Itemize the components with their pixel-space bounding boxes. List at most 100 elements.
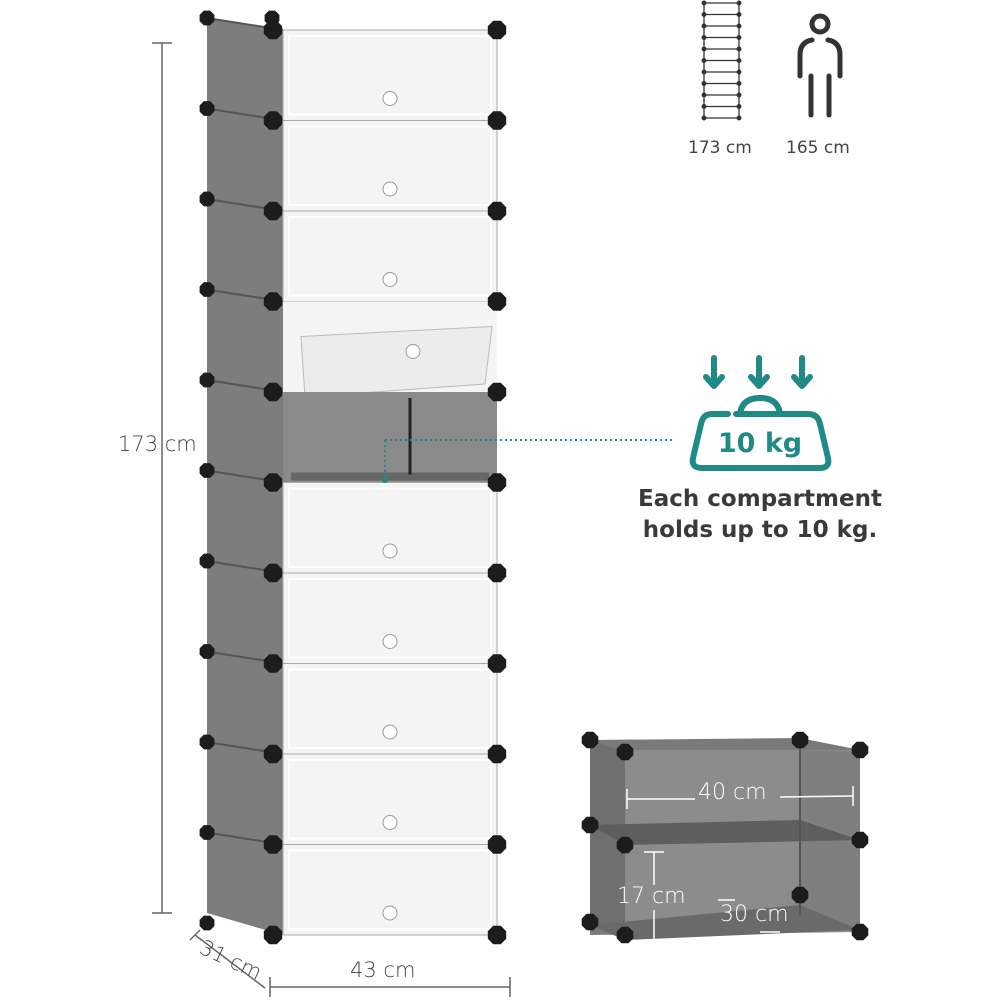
door-handle-hole <box>382 634 398 649</box>
compartment-depth-label: 30 cm <box>720 902 789 927</box>
door-handle-hole <box>382 181 398 197</box>
shelf <box>590 820 860 845</box>
compartment <box>206 831 498 936</box>
weight-badge-text: 10 kg <box>718 428 802 459</box>
connector-icon <box>581 731 599 749</box>
connector-icon <box>487 835 507 854</box>
compartment <box>206 288 497 398</box>
connector-icon <box>199 10 215 26</box>
connector-icon <box>263 835 283 854</box>
width-dimension-line <box>269 977 511 997</box>
compartment <box>206 741 498 845</box>
door-handle-hole <box>382 815 398 830</box>
compartment <box>206 379 497 483</box>
connector-icon <box>581 816 599 834</box>
door <box>282 120 498 212</box>
connector-icon <box>199 915 215 931</box>
connector-icon <box>199 734 215 750</box>
connector-icon <box>487 563 507 583</box>
connector-icon <box>199 191 215 207</box>
connector-icon <box>199 553 215 569</box>
connector-icon <box>263 201 283 221</box>
connector-icon <box>851 923 869 941</box>
connector-icon <box>263 111 283 130</box>
connector-icon <box>263 382 283 402</box>
depth-dimension-line <box>718 899 780 933</box>
width-dimension-line <box>626 786 854 809</box>
connector-icon <box>263 925 283 945</box>
connector-icon <box>487 292 507 311</box>
connector-icon <box>199 463 215 478</box>
tall-shoe-cabinet <box>199 10 507 945</box>
connector-icon <box>263 473 283 492</box>
connector-icon <box>616 836 634 854</box>
load-caption: Each compartment holds up to 10 kg. <box>600 484 920 546</box>
compartment <box>206 107 498 212</box>
depth-dimension-line <box>189 929 266 989</box>
caption-line-2: holds up to 10 kg. <box>642 517 878 543</box>
person-icon <box>797 13 843 118</box>
compartment <box>206 469 498 574</box>
compartment-detail-illustration <box>581 731 869 944</box>
door <box>282 844 498 936</box>
connector-icon <box>487 20 507 40</box>
connector-icon <box>487 201 507 221</box>
door-handle-hole <box>382 272 398 287</box>
door <box>282 663 498 755</box>
connector-icon <box>199 372 215 388</box>
width-label: 43 cm <box>350 958 416 982</box>
floor <box>590 905 860 940</box>
connector-icon <box>199 101 215 116</box>
door <box>282 210 498 302</box>
compartment-width-label: 40 cm <box>698 780 767 805</box>
connector-icon <box>616 926 634 944</box>
connector-icon <box>199 282 215 297</box>
height-dimension-line <box>152 42 172 914</box>
door-handle-hole <box>382 91 398 106</box>
cabinet-height-comparison-label: 173 cm <box>688 138 752 158</box>
connector-icon <box>199 644 215 659</box>
down-arrow-icon <box>703 355 725 389</box>
connector-icon <box>264 10 280 26</box>
connector-icon <box>851 741 869 759</box>
connector-icon <box>791 731 809 749</box>
connector-icon <box>581 913 599 931</box>
connector-icon <box>487 111 507 130</box>
door <box>282 753 498 845</box>
ladder-height-icon <box>701 0 742 121</box>
connector-icon <box>791 886 809 904</box>
down-arrow-icon <box>748 355 770 389</box>
connector-icon <box>263 744 283 764</box>
connector-icon <box>851 831 869 849</box>
connector-icon <box>487 925 507 945</box>
open-compartment <box>283 392 497 483</box>
door-handle-hole <box>382 543 398 559</box>
door <box>282 29 498 121</box>
connector-icon <box>263 563 283 583</box>
connector-icon <box>263 20 283 40</box>
side-panel <box>590 740 625 935</box>
compartment <box>206 17 498 121</box>
connector-icon <box>263 654 283 673</box>
connector-icon <box>199 825 215 840</box>
door-handle-hole <box>382 724 398 740</box>
door-handle-hole <box>382 905 398 921</box>
height-dimension-line <box>644 851 664 941</box>
compartment-height-label: 17 cm <box>617 884 686 909</box>
open-door <box>300 325 493 398</box>
connector-icon <box>616 743 634 761</box>
down-arrow-icon <box>791 355 813 389</box>
connector-icon <box>487 382 507 402</box>
connector-icon <box>487 473 507 492</box>
person-height-label: 165 cm <box>786 138 850 158</box>
door-handle-hole <box>405 344 421 359</box>
weight-icon <box>689 355 832 471</box>
door <box>282 482 498 574</box>
height-label: 173 cm <box>118 432 197 456</box>
connector-icon <box>487 654 507 673</box>
compartment <box>206 560 498 664</box>
caption-line-1: Each compartment <box>638 486 882 512</box>
door <box>282 572 498 664</box>
callout-line <box>382 439 675 483</box>
